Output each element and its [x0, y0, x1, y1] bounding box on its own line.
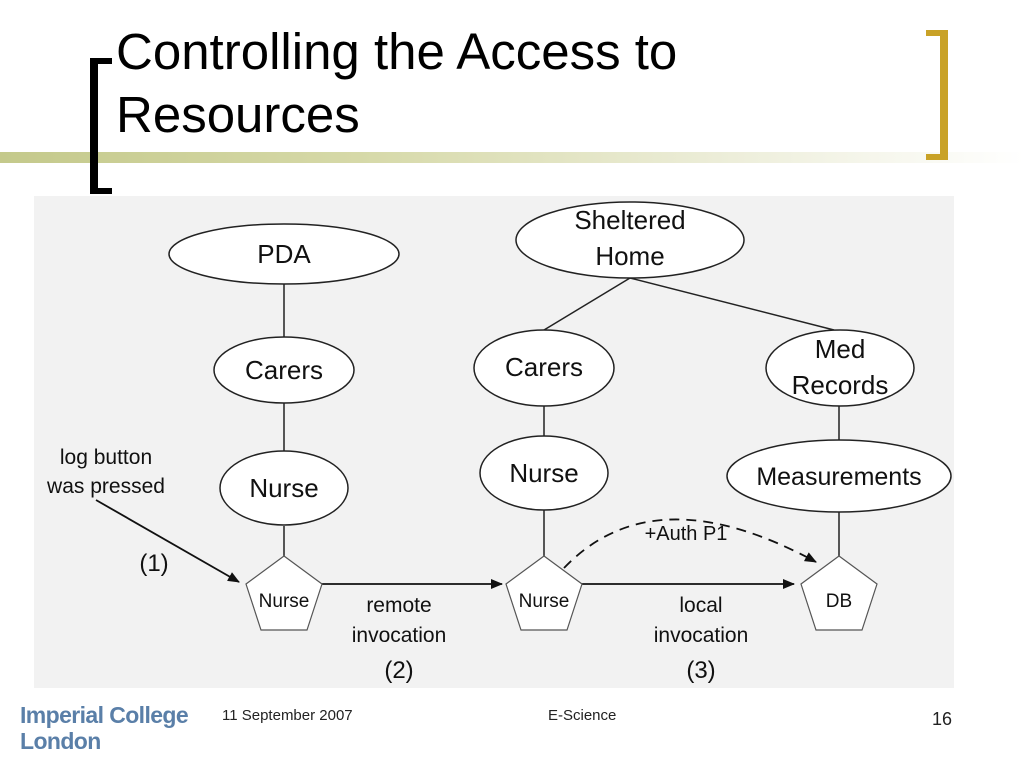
page-number: 16: [932, 709, 953, 729]
label-carers-left: Carers: [245, 355, 323, 385]
node-nurse-role-mid: [479, 435, 609, 511]
label-sheltered-line1: Sheltered: [574, 205, 685, 235]
annotation-auth: +Auth P1: [645, 523, 728, 545]
node-sheltered-home: [515, 201, 745, 279]
diagram-panel: PDA Carers Nurse Sheltered Home Carers N…: [34, 196, 954, 688]
left-bracket-decoration: [90, 58, 112, 194]
annotation-local-line2: invocation: [654, 624, 749, 647]
annotation-remote-line2: invocation: [352, 624, 447, 647]
label-nurse-role-mid: Nurse: [509, 458, 578, 488]
imperial-college-logo-line-1: Imperial College: [20, 702, 189, 728]
slide-title-line-1: Controlling the Access to: [116, 23, 678, 80]
label-carers-mid: Carers: [505, 352, 583, 382]
footer-topic: E-Science: [548, 707, 617, 724]
label-measurements: Measurements: [756, 463, 921, 491]
label-pentagon-nurse-left: Nurse: [259, 591, 310, 612]
title-underline-bar: [0, 152, 1024, 163]
pentagon-nurse-left: [245, 555, 323, 631]
annotation-local-line1: local: [679, 594, 722, 617]
pentagon-db: [800, 555, 878, 631]
label-med-line2: Records: [792, 370, 889, 400]
annotation-step1: (1): [139, 550, 168, 577]
edge-sheltered-medrecords: [629, 277, 835, 331]
label-pentagon-nurse-mid: Nurse: [519, 591, 570, 612]
annotation-remote-line1: remote: [366, 594, 431, 617]
label-med-line1: Med: [815, 334, 866, 364]
node-med-records: [765, 329, 915, 407]
slide-title-line-2: Resources: [116, 86, 360, 143]
node-nurse-role-left: [219, 450, 349, 526]
node-measurements: [726, 439, 952, 513]
pentagon-nurse-mid: [505, 555, 583, 631]
access-control-diagram: PDA Carers Nurse Sheltered Home Carers N…: [46, 201, 952, 684]
node-carers-left: [213, 336, 355, 404]
node-carers-mid: [473, 329, 615, 407]
footer-date: 11 September 2007: [222, 707, 353, 724]
annotation-step2: (2): [384, 657, 413, 684]
node-pda: [168, 223, 400, 285]
right-bracket-decoration: [926, 30, 948, 160]
edge-sheltered-carers: [543, 277, 631, 331]
slide-title: Controlling the Access to Resources: [116, 20, 896, 146]
arrow-auth-dashed: [563, 518, 817, 569]
annotation-log-line2: was pressed: [46, 475, 165, 498]
label-nurse-role-left: Nurse: [249, 473, 318, 503]
label-sheltered-line2: Home: [595, 241, 664, 271]
annotation-log-line1: log button: [60, 446, 152, 469]
annotation-step3: (3): [686, 657, 715, 684]
imperial-college-logo-line-2: London: [20, 728, 101, 754]
arrow-log-button: [95, 499, 240, 583]
label-pentagon-db: DB: [826, 591, 852, 612]
label-pda: PDA: [257, 239, 311, 269]
